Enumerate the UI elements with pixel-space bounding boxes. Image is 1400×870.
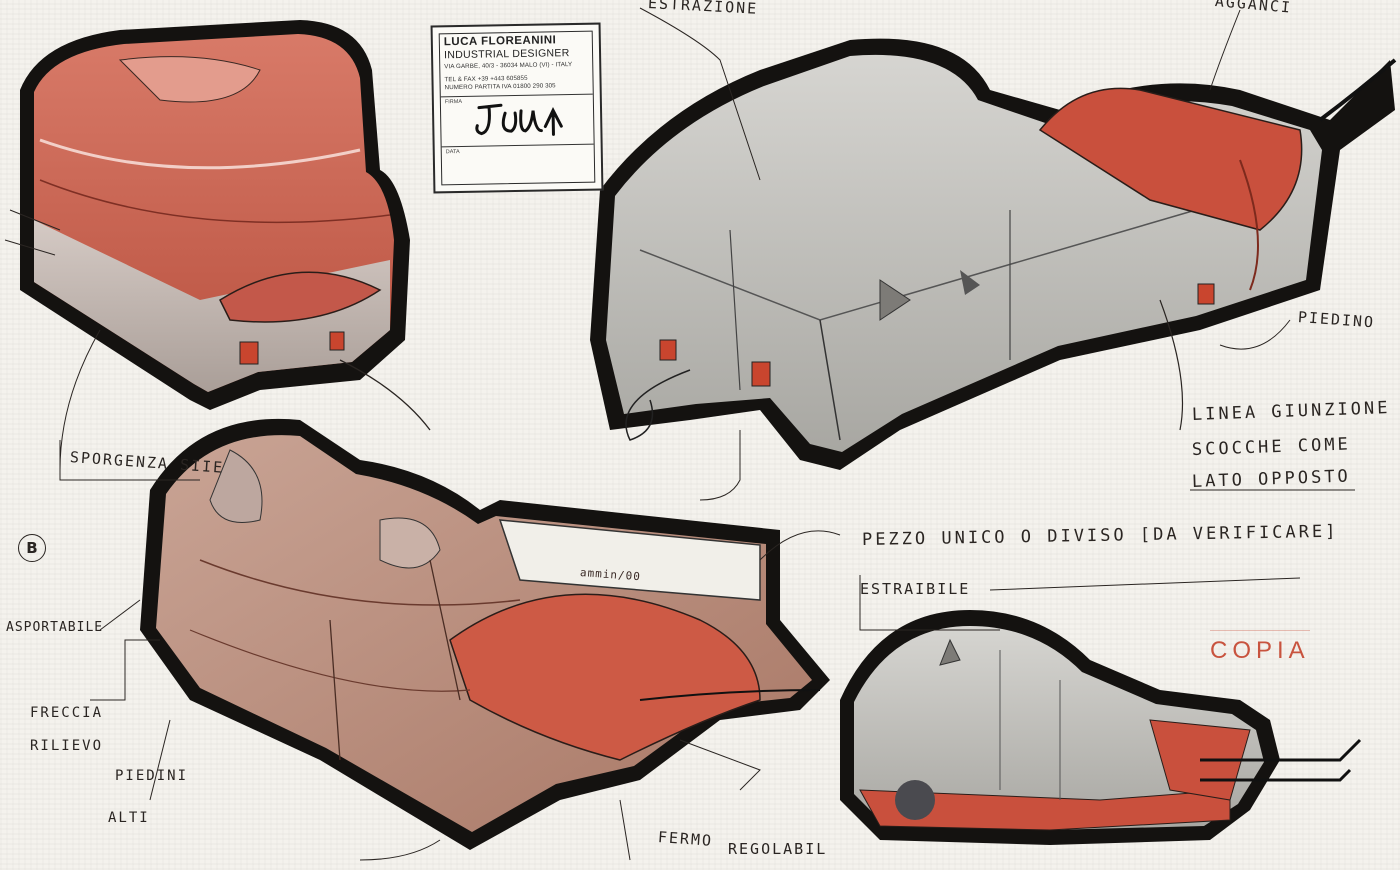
designer-stamp: LUCA FLOREANINI INDUSTRIAL DESIGNER VIA …: [430, 22, 604, 194]
stamp-divider-2: [441, 143, 594, 148]
note-regolabile: REGOLABIL: [728, 840, 828, 858]
copia-stamp: COPIA: [1210, 630, 1310, 665]
stamp-phone: TEL & FAX +39 +443 605855: [444, 74, 528, 84]
stamp-vat: NUMERO PARTITA IVA 01800 290 305: [444, 82, 556, 92]
stamp-signature: [475, 103, 563, 136]
stamp-address: VIA GARBE, 40/3 - 36034 MALO (VI) - ITAL…: [444, 61, 573, 71]
stamp-divider: [440, 93, 593, 98]
note-fermo: FERMO: [657, 828, 714, 850]
note-piedini: PIEDINI: [115, 768, 189, 784]
marker-b: B: [18, 534, 46, 562]
note-asportabile: ASPORTABILE: [6, 620, 104, 635]
stamp-frame: LUCA FLOREANINI INDUSTRIAL DESIGNER VIA …: [438, 30, 596, 186]
stamp-signature-label: FIRMA: [444, 98, 463, 106]
note-estraibile: ESTRAIBILE: [860, 580, 971, 598]
stamp-designer-name: LUCA FLOREANINI: [443, 34, 557, 49]
note-alti: ALTI: [108, 810, 150, 826]
note-freccia: FRECCIA: [30, 705, 104, 721]
sketch-device-top-left: [4, 20, 431, 471]
note-rilievo: RILIEVO: [30, 738, 104, 754]
annotation-leader-lines: [59, 7, 1355, 861]
stamp-designer-role: INDUSTRIAL DESIGNER: [443, 47, 570, 62]
sketch-device-bottom-right: [840, 610, 1362, 845]
sketch-device-top-right: [590, 38, 1397, 470]
sketch-device-bottom-left: [140, 418, 830, 850]
stamp-date-label: DATA: [445, 149, 460, 156]
